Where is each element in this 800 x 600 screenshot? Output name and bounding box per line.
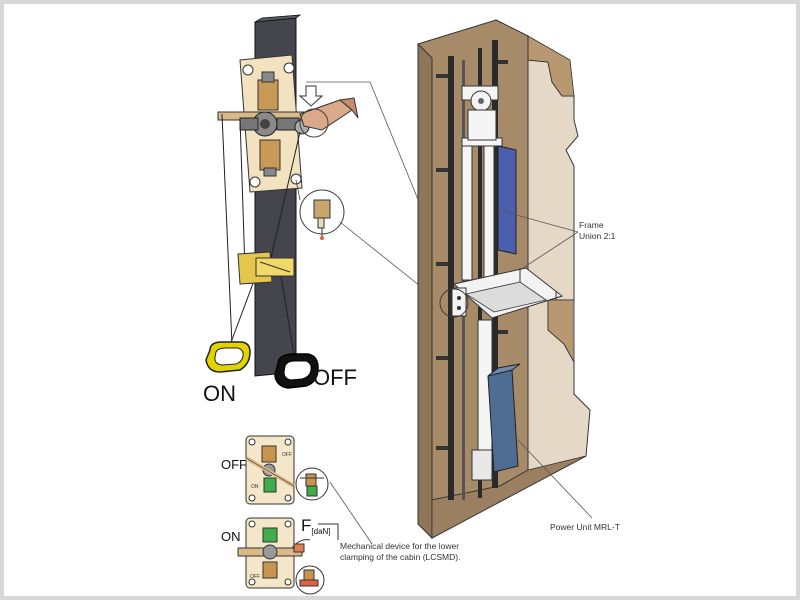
detail-magnifier-top	[299, 108, 329, 138]
car-frame	[461, 109, 503, 281]
rail-assembly: ON OFF	[203, 14, 359, 406]
off-detail: OFF OFF ON	[221, 435, 296, 505]
off-detail-label: OFF	[221, 457, 247, 472]
on-handle-icon[interactable]	[205, 341, 251, 373]
car-platform	[451, 267, 564, 319]
shaft-wall-left	[417, 42, 433, 540]
lcsmd-magnifier	[439, 288, 469, 318]
cable-guide-bracket	[237, 251, 295, 285]
lower-clamp	[259, 139, 281, 177]
lcsmd-callout: Mechanical device for the lower clamping…	[329, 481, 460, 562]
force-bracket	[318, 523, 339, 540]
on-detail-plate-text: OFF	[250, 574, 260, 580]
off-label: OFF	[313, 365, 357, 390]
upper-clamp	[257, 71, 279, 111]
force-unit: [daN]	[311, 527, 330, 536]
off-detail-magnifier	[295, 467, 329, 501]
detail-magnifier-side	[295, 179, 345, 240]
cam-shaft	[217, 111, 319, 137]
elevator-shaft	[417, 19, 591, 540]
device-label-line2: clamping of the cabin (LCSMD).	[340, 552, 460, 562]
force-label: F[daN]	[301, 516, 331, 536]
off-handle-icon[interactable]	[274, 353, 319, 389]
off-plate-text: OFF	[282, 452, 292, 458]
down-arrow-icon	[298, 85, 324, 107]
device-label-line1: Mechanical device for the lower	[340, 541, 459, 551]
frame-callout: Frame Union 2:1	[497, 209, 616, 271]
on-detail-label: ON	[221, 529, 241, 544]
on-detail: ON OFF	[221, 517, 303, 589]
frame-label-line1: Frame	[579, 220, 604, 230]
pull-cables	[221, 113, 301, 356]
drive-motor	[497, 145, 517, 255]
on-label: ON	[203, 381, 236, 406]
power-unit-callout: Power Unit MRL-T	[517, 439, 620, 532]
force-symbol: F	[301, 516, 311, 535]
force-arrow-icon	[291, 539, 311, 553]
pulley-icon	[461, 85, 499, 112]
on-detail-magnifier	[295, 565, 325, 595]
on-plate-text: ON	[251, 484, 259, 490]
frame-label-line2: Union 2:1	[579, 231, 616, 241]
power-unit-label: Power Unit MRL-T	[550, 522, 620, 532]
